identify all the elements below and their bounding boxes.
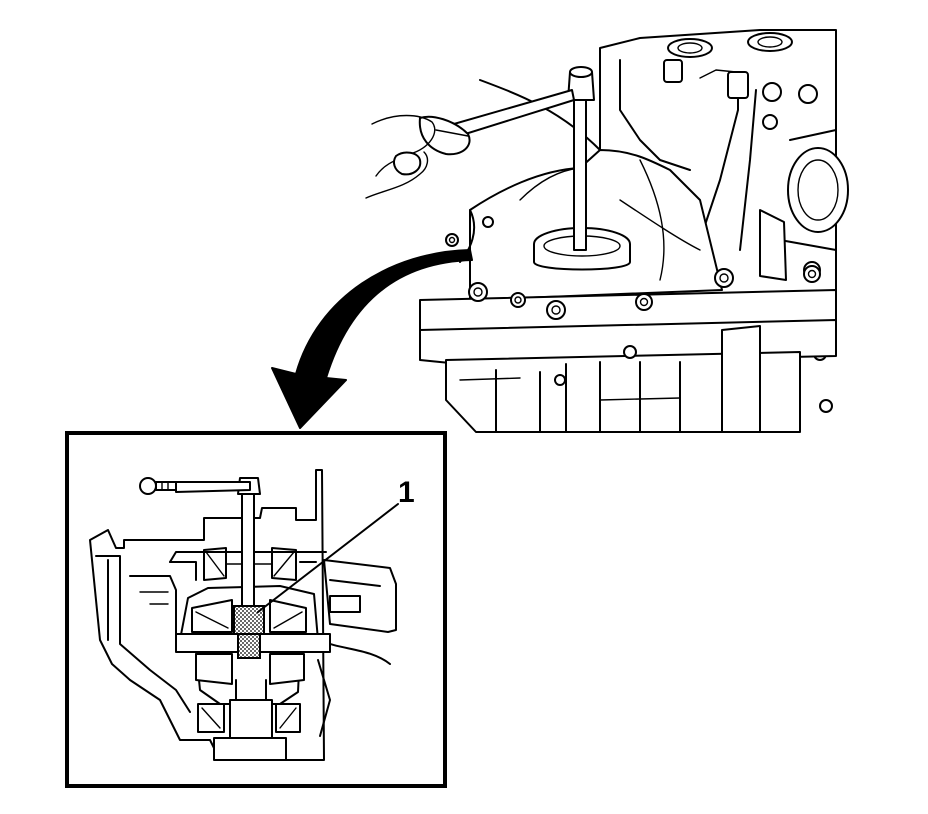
detail-inset: 1 [65,431,447,788]
transaxle-case [419,29,849,433]
adapter-tool-item-1 [233,605,265,659]
callout-label-1: 1 [398,476,415,509]
technician-hand [365,114,436,199]
dial-indicator-upper [418,66,595,251]
flange-bolts [445,216,821,386]
callout-leader-1 [257,503,399,613]
view-direction-arrow [271,249,473,429]
